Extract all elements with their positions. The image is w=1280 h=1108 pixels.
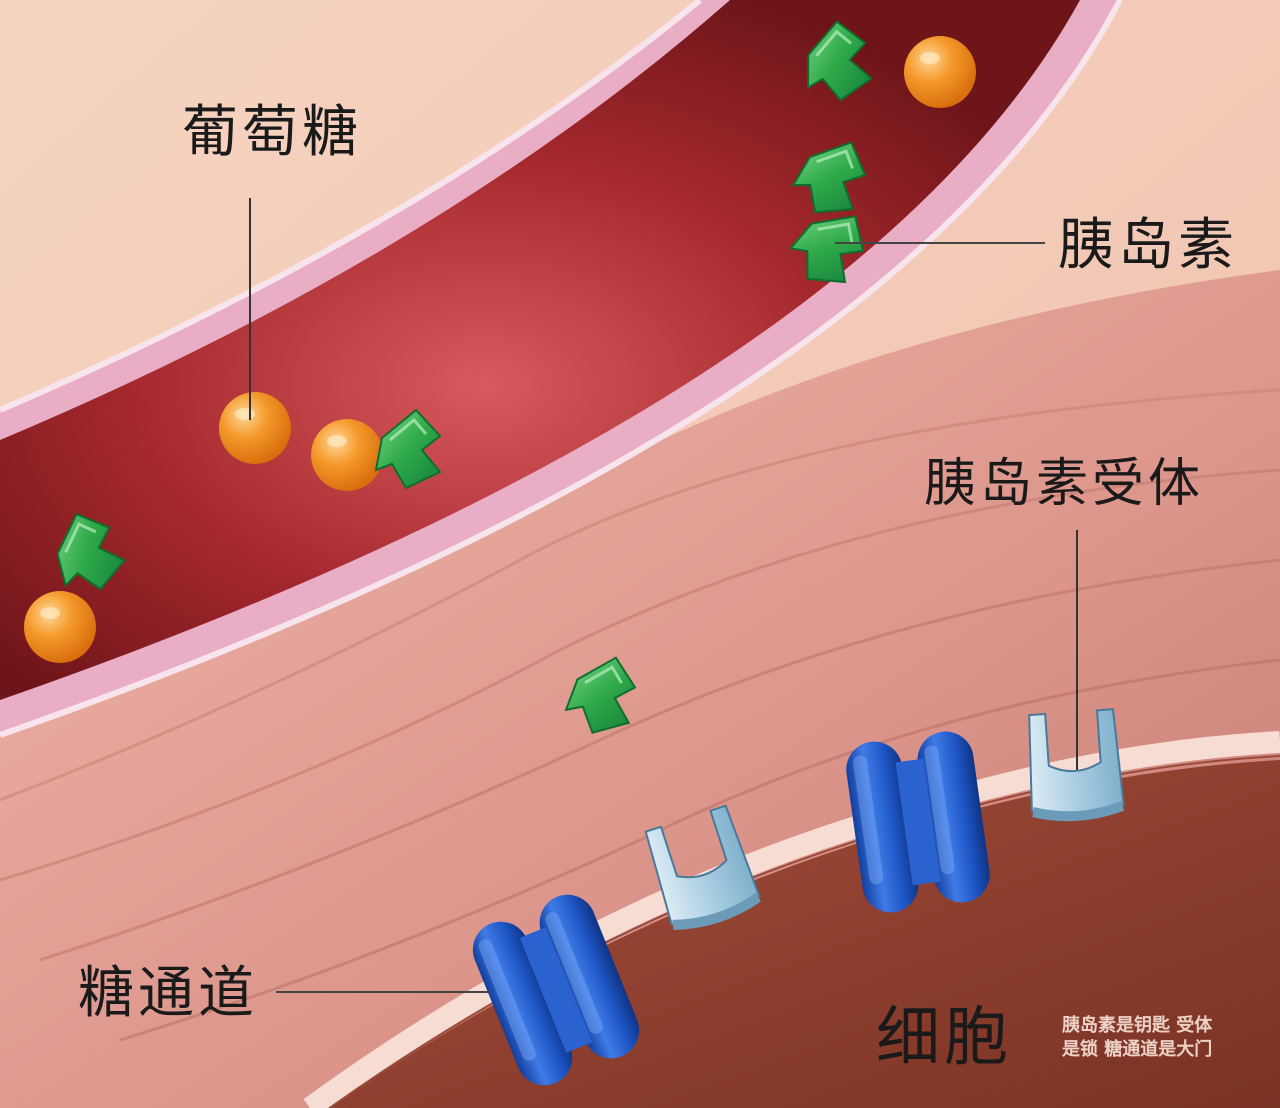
glucose-molecule-icon (311, 419, 383, 491)
sugar-channel-label: 糖通道 (78, 961, 258, 1026)
cell-label: 细胞 (876, 1001, 1012, 1075)
glucose-molecule-icon (219, 392, 291, 464)
insulin-receptor-label: 胰岛素受体 (924, 454, 1205, 514)
glucose-molecule-icon (24, 591, 96, 663)
caption: 胰岛素是钥匙 受体 是锁 糖通道是大门 (1062, 1014, 1212, 1063)
sugar-channel-icon (842, 727, 994, 917)
glucose-molecule-icon (904, 36, 976, 108)
insulin-label: 胰岛素 (1058, 213, 1238, 278)
glucose-label: 葡萄糖 (182, 100, 362, 165)
caption-line-1: 胰岛素是钥匙 受体 (1062, 1015, 1213, 1036)
caption-line-2: 是锁 糖通道是大门 (1062, 1039, 1213, 1061)
